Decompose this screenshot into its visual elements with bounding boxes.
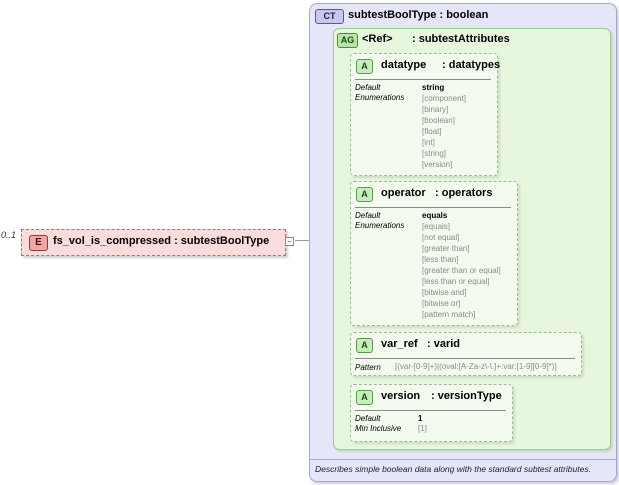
element-occurrence: 0..1 (1, 230, 17, 240)
enumeration-item: [greater than or equal] (422, 266, 501, 275)
attribute-version[interactable]: A version : versionType Default 1 Min In… (350, 384, 513, 442)
attribute-datatype[interactable]: A datatype : datatypes Default string En… (350, 53, 501, 176)
element-label: fs_vol_is_compressed : subtestBoolType (53, 235, 270, 247)
attribute-badge: A (356, 390, 373, 405)
attribute-group-label: : subtestAttributes (412, 33, 510, 45)
attribute-version-name: version (381, 390, 421, 402)
enumeration-item: [float] (422, 127, 442, 136)
default-value: equals (422, 211, 448, 220)
attribute-badge: A (356, 59, 373, 74)
min-inclusive-value: [1] (418, 424, 427, 433)
enumeration-item: [component] (422, 94, 467, 103)
enumeration-item: [bitwise or] (422, 299, 461, 308)
pattern-label: Pattern (355, 363, 381, 372)
attribute-datatype-name: datatype (381, 59, 427, 71)
enumeration-item: [binary] (422, 105, 449, 114)
enumeration-item: [less than] (422, 255, 459, 264)
attribute-operator[interactable]: A operator : operators Default equals En… (350, 181, 518, 326)
enumeration-item: [not equal] (422, 233, 460, 242)
attribute-var-ref[interactable]: A var_ref : varid Pattern [(var-[0-9]+)|… (350, 332, 582, 376)
enumerations-list: [equals] [not equal] [greater than] [les… (422, 221, 501, 320)
enumeration-item: [boolean] (422, 116, 455, 125)
attribute-version-type: : versionType (431, 390, 502, 402)
attribute-var-ref-type: : varid (427, 338, 461, 350)
default-value: 1 (418, 414, 423, 423)
element-badge: E (29, 235, 48, 251)
enumerations-label: Enumerations (355, 221, 405, 230)
complex-type-badge: CT (315, 9, 344, 24)
pattern-value: [(var-[0-9]+)|(oval:[A-Za-z\-\.]+:var:[1… (395, 362, 557, 371)
attribute-operator-name: operator (381, 187, 426, 199)
default-label: Default (355, 83, 381, 92)
enumeration-item: [version] (422, 160, 453, 169)
attribute-separator (355, 79, 491, 80)
default-label: Default (355, 414, 381, 423)
attribute-var-ref-name: var_ref (381, 338, 418, 350)
attribute-separator (355, 358, 575, 359)
enumeration-item: [equals] (422, 222, 451, 231)
default-label: Default (355, 211, 381, 220)
complex-type-divider (310, 459, 616, 460)
attribute-separator (355, 207, 511, 208)
enumerations-list: [component] [binary] [boolean] [float] [… (422, 93, 466, 170)
attribute-datatype-type: : datatypes (442, 59, 501, 71)
enumerations-label: Enumerations (355, 93, 405, 102)
attribute-group-ref: <Ref> (362, 33, 393, 45)
enumeration-item: [int] (422, 138, 435, 147)
min-inclusive-label: Min Inclusive (355, 424, 402, 433)
attribute-operator-type: : operators (435, 187, 493, 199)
complex-type-label: subtestBoolType : boolean (348, 9, 489, 21)
enumeration-item: [string] (422, 149, 447, 158)
enumeration-item: [pattern match] (422, 310, 476, 319)
enumeration-item: [greater than] (422, 244, 470, 253)
attribute-group-badge: AG (337, 33, 358, 48)
enumeration-item: [less than or equal] (422, 277, 490, 286)
default-value: string (422, 83, 445, 92)
enumeration-item: [bitwise and] (422, 288, 467, 297)
element-fs-vol-is-compressed[interactable]: E fs_vol_is_compressed : subtestBoolType (21, 229, 286, 256)
attribute-badge: A (356, 338, 373, 353)
attribute-separator (355, 410, 506, 411)
element-expand-icon[interactable]: − (285, 237, 294, 246)
complex-type-description: Describes simple boolean data along with… (315, 464, 591, 474)
attribute-badge: A (356, 187, 373, 202)
